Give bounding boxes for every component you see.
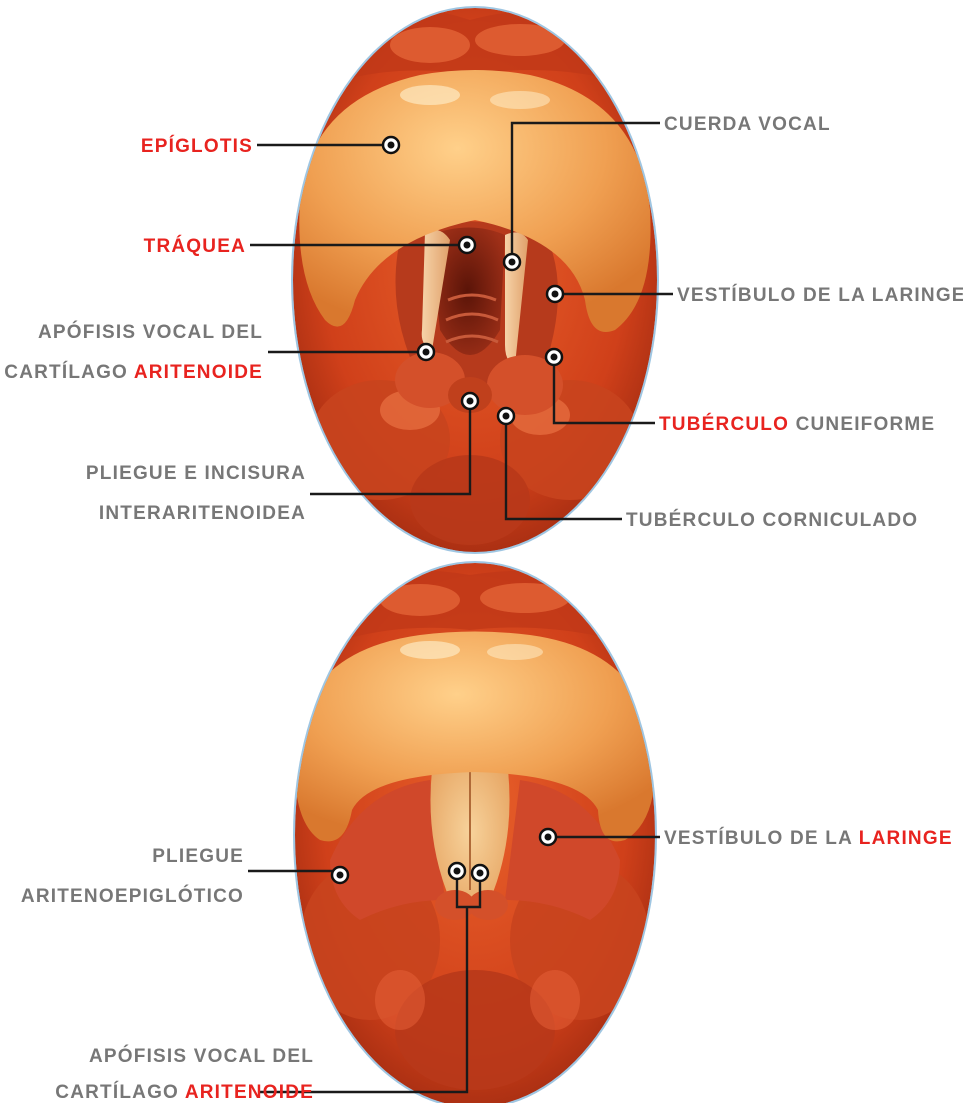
label-epiglotis: EPÍGLOTIS bbox=[141, 135, 253, 157]
marker-apofisis-bottom-right bbox=[472, 865, 488, 881]
label-vestibulo-bottom: VESTÍBULO DE LA LARINGE bbox=[664, 827, 953, 849]
label-pliegue-interaritenoidea-line1: PLIEGUE E INCISURA bbox=[86, 463, 306, 484]
marker-epiglotis bbox=[383, 137, 399, 153]
marker-vestibulo-top bbox=[547, 286, 563, 302]
bottom-larynx-view bbox=[293, 561, 657, 1103]
label-tuberculo-corniculado: TUBÉRCULO CORNICULADO bbox=[626, 509, 918, 531]
marker-tuberculo-corniculado bbox=[498, 408, 514, 424]
marker-pliegue-aritenoepiglotico bbox=[332, 867, 348, 883]
label-traquea: TRÁQUEA bbox=[144, 235, 246, 257]
label-pliegue-aritenoepiglotico-line1: PLIEGUE bbox=[152, 846, 244, 867]
marker-apofisis-top bbox=[418, 344, 434, 360]
label-vestibulo-top: VESTÍBULO DE LA LARINGE bbox=[677, 284, 963, 306]
marker-vestibulo-bottom bbox=[540, 829, 556, 845]
label-cuerda-vocal: CUERDA VOCAL bbox=[664, 114, 831, 135]
label-tuberculo-cuneiforme: TUBÉRCULO CUNEIFORME bbox=[659, 413, 935, 435]
marker-cuerda-vocal bbox=[504, 254, 520, 270]
label-pliegue-aritenoepiglotico-line2: ARITENOEPIGLÓTICO bbox=[21, 885, 244, 907]
marker-traquea bbox=[459, 237, 475, 253]
label-apofisis-top-line2: CARTÍLAGO ARITENOIDE bbox=[4, 361, 263, 383]
label-apofisis-bottom-line2: CARTÍLAGO ARITENOIDE bbox=[55, 1081, 314, 1103]
label-pliegue-interaritenoidea-line2: INTERARITENOIDEA bbox=[99, 503, 306, 524]
marker-tuberculo-cuneiforme bbox=[546, 349, 562, 365]
label-apofisis-bottom-line1: APÓFISIS VOCAL DEL bbox=[89, 1045, 314, 1067]
marker-apofisis-bottom-left bbox=[449, 863, 465, 879]
top-larynx-view bbox=[291, 6, 659, 554]
label-apofisis-top-line1: APÓFISIS VOCAL DEL bbox=[38, 321, 263, 343]
marker-pliegue-interaritenoidea bbox=[462, 393, 478, 409]
